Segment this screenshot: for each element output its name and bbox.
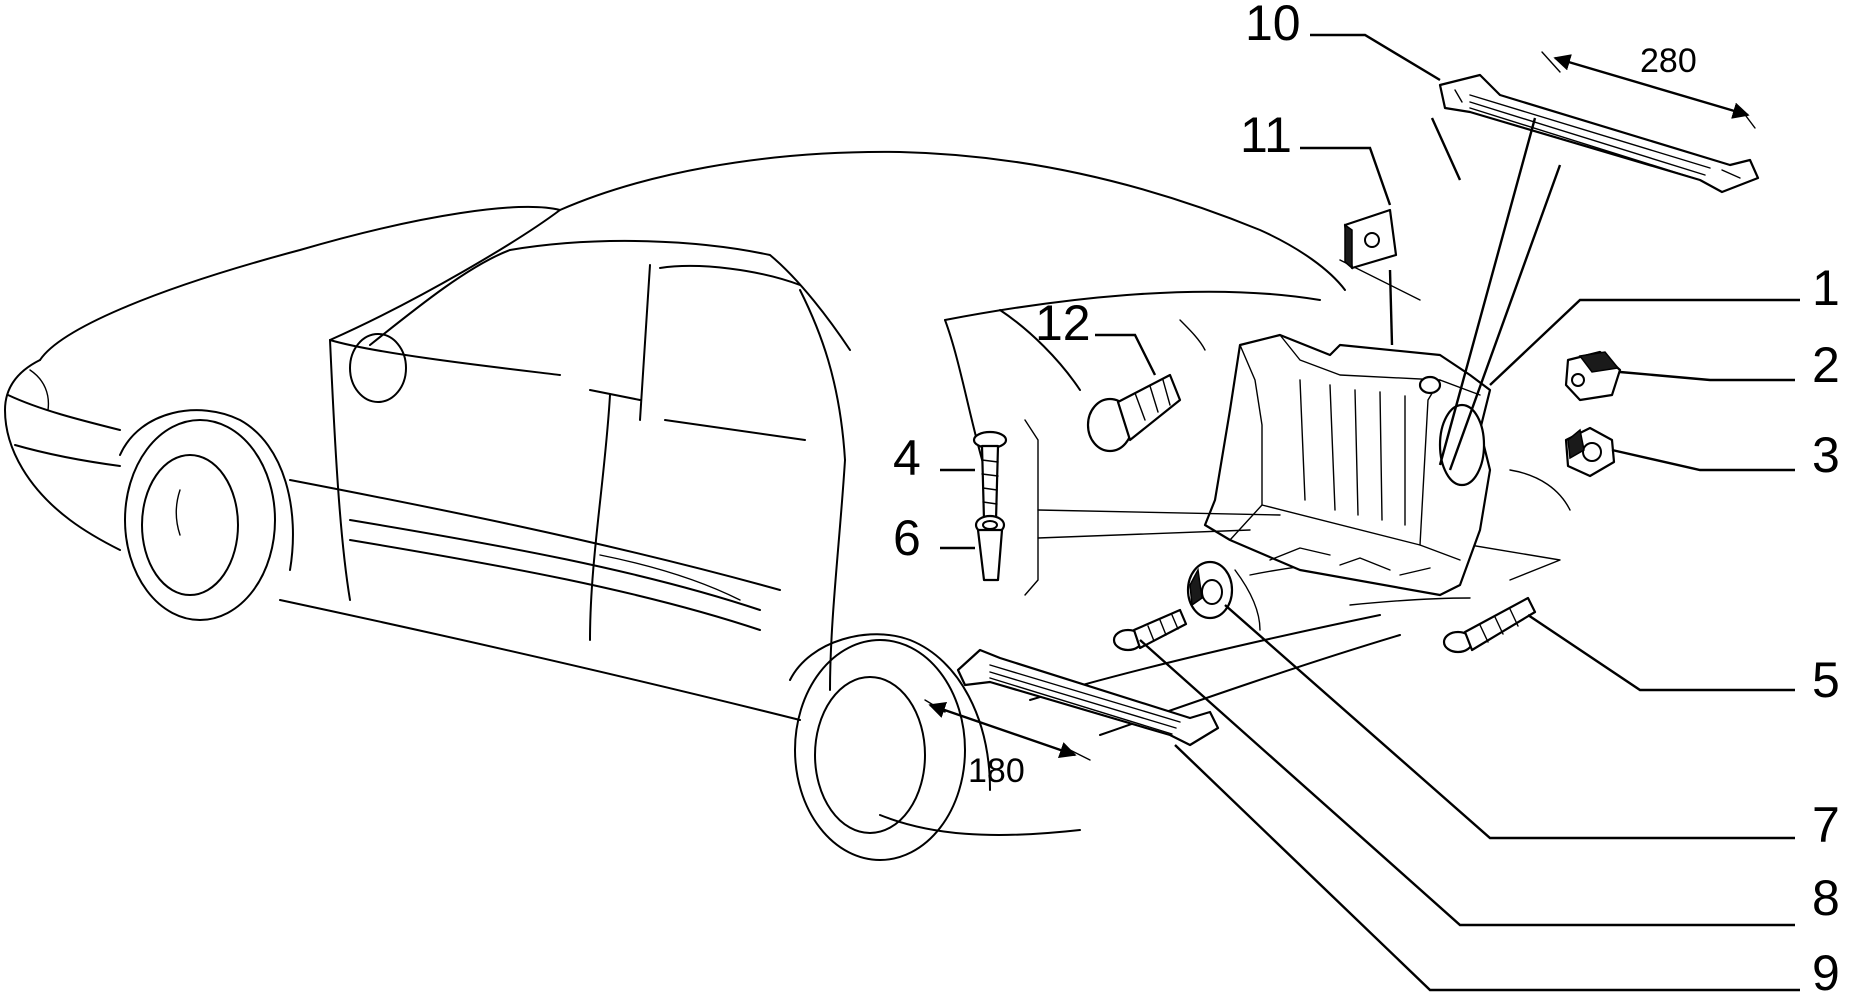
callout-2: 2: [1812, 337, 1840, 393]
dimension-labels: 280 180: [968, 42, 1697, 790]
anchor-part-5: [1442, 596, 1537, 654]
bolt-part-12: [1086, 373, 1182, 453]
clip-part-2: [1564, 350, 1622, 402]
bracket-part-11: [1343, 208, 1398, 270]
nut-part-3: [1564, 426, 1616, 478]
dimension-lines: [924, 51, 1756, 761]
dimension-180: 180: [968, 752, 1025, 790]
grommet-part-7: [1186, 560, 1234, 620]
callout-8: 8: [1812, 870, 1840, 926]
callout-10: 10: [1245, 0, 1301, 51]
callout-6: 6: [893, 510, 921, 566]
callout-5: 5: [1812, 652, 1840, 708]
plug-part-6: [974, 514, 1006, 582]
callout-7: 7: [1812, 797, 1840, 853]
strap-part-9: [956, 648, 1220, 747]
trunk-tray-part: [1203, 333, 1492, 597]
leader-lines: [940, 33, 1800, 992]
callout-4: 4: [893, 430, 921, 486]
rivet-part-4: [972, 430, 1008, 522]
dimension-280: 280: [1640, 42, 1697, 80]
car-body-outline: [4, 150, 1571, 861]
callout-9: 9: [1812, 945, 1840, 995]
callout-1: 1: [1812, 260, 1840, 316]
callout-3: 3: [1812, 427, 1840, 483]
callout-labels: 10 11 12 4 6 1 2 3 5 7 8 9: [893, 0, 1840, 995]
screw-part-8: [1112, 608, 1188, 652]
callout-11: 11: [1240, 107, 1292, 163]
callout-12: 12: [1035, 295, 1091, 351]
strap-part-10: [1438, 73, 1760, 194]
